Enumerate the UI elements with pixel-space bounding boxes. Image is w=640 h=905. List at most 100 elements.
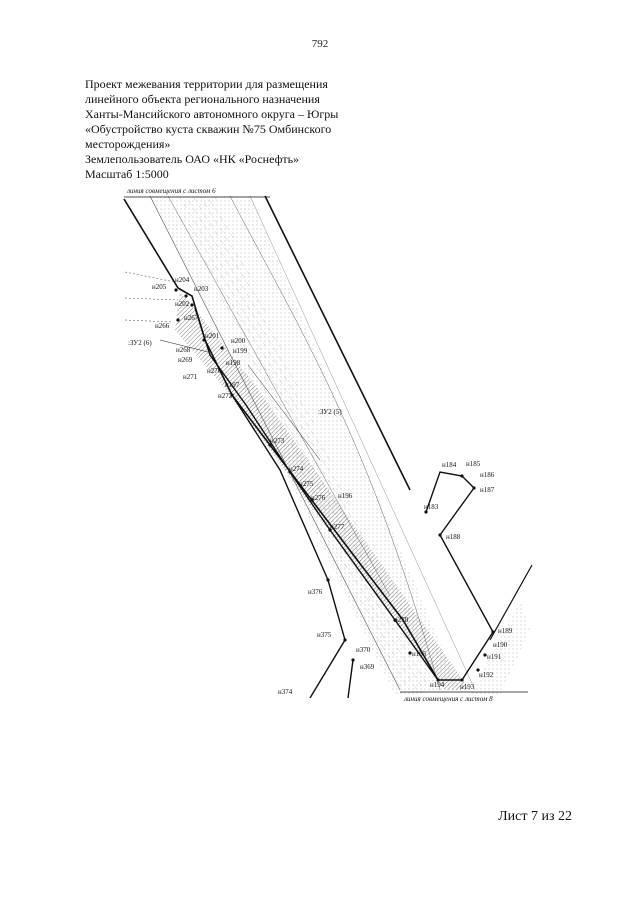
reference-line: [124, 297, 179, 301]
survey-point: [436, 678, 440, 682]
survey-point: [343, 638, 347, 642]
point-label: н375: [317, 631, 332, 639]
boundary-line-lower: [347, 659, 354, 698]
point-label: н274: [289, 465, 304, 473]
survey-point: [184, 294, 188, 298]
point-label: н374: [278, 688, 293, 696]
boundary-line-east: [439, 534, 494, 633]
page-number: 792: [311, 38, 329, 50]
road-edge-line: [249, 195, 476, 691]
point-label: н185: [466, 460, 481, 468]
header-line: месторождения»: [85, 137, 171, 151]
boundary-line-notch: [425, 471, 475, 536]
point-label: н204: [175, 276, 190, 284]
match-line-bottom-label: линия совмещения с листом 8: [403, 695, 493, 703]
point-label: н189: [498, 627, 513, 635]
header-line: Проект межевания территории для размещен…: [85, 77, 328, 91]
boundary-line-right: [264, 195, 411, 491]
road-edge-line: [167, 195, 391, 597]
point-label: н205: [152, 283, 167, 291]
point-label: н195: [412, 650, 427, 658]
point-markers: н205 н204 н203 н202 н267 н266 н201 н200 …: [152, 276, 513, 696]
point-label: н197: [225, 381, 240, 389]
point-label: н203: [194, 285, 209, 293]
survey-point: [483, 653, 487, 657]
point-label: н198: [226, 359, 241, 367]
parcel-label: :ЗУ2 (5): [318, 408, 342, 416]
header-line: Ханты-Мансийского автономного округа – Ю…: [85, 107, 339, 121]
leader-line: [247, 364, 321, 461]
survey-point: [174, 288, 178, 292]
survey-point: [476, 668, 480, 672]
point-label: н268: [176, 346, 191, 354]
survey-point: [472, 486, 476, 490]
survey-point: [190, 303, 194, 307]
point-label: н369: [360, 663, 375, 671]
reference-line: [124, 271, 176, 283]
point-label: н278: [394, 616, 409, 624]
point-label: н270: [207, 367, 222, 375]
point-label: н196: [338, 492, 353, 500]
survey-point: [202, 338, 206, 342]
point-label: н200: [231, 337, 246, 345]
header-line: «Обустройство куста скважин №75 Омбинско…: [85, 122, 332, 136]
header-line: Землепользователь ОАО «НК «Роснефть»: [85, 152, 300, 166]
point-label: н276: [311, 494, 326, 502]
document-header: Проект межевания территории для размещен…: [85, 77, 385, 182]
survey-point: [328, 528, 332, 532]
point-label: н202: [175, 300, 190, 308]
survey-point: [351, 658, 355, 662]
sheet-number: Лист 7 из 22: [498, 809, 572, 824]
point-label: н272: [218, 392, 233, 400]
point-label: н186: [480, 471, 495, 479]
dotted-wedge-right: [470, 600, 530, 695]
road-edge-line: [149, 195, 401, 691]
leader-line: [159, 339, 209, 353]
point-label: н199: [233, 347, 248, 355]
point-label: н277: [330, 523, 345, 531]
survey-point: [460, 474, 464, 478]
header-line: линейного объекта регионального назначен…: [85, 92, 320, 106]
point-label: н192: [479, 671, 494, 679]
survey-point: [288, 470, 292, 474]
boundary-line-outer-left: [123, 198, 179, 289]
point-label: н190: [493, 641, 508, 649]
boundary-line-right-edge: [489, 564, 533, 641]
match-line-top-label: линия совмещения с листом 6: [126, 187, 216, 195]
point-label: н188: [446, 533, 461, 541]
point-label: н269: [178, 356, 193, 364]
survey-point: [268, 443, 272, 447]
point-label: н266: [155, 322, 170, 330]
point-label: н267: [184, 314, 199, 322]
point-label: н201: [205, 332, 220, 340]
header-line: Масштаб 1:5000: [85, 167, 169, 181]
point-label: н271: [183, 373, 198, 381]
survey-point: [491, 630, 495, 634]
survey-point: [460, 678, 464, 682]
boundary-line-far-left: [231, 394, 329, 581]
point-label: н370: [356, 646, 371, 654]
survey-point: [220, 346, 224, 350]
survey-point: [408, 651, 412, 655]
point-label: н183: [424, 503, 439, 511]
survey-point: [176, 318, 180, 322]
boundary-line-lower-left: [309, 579, 346, 698]
survey-point: [424, 510, 428, 514]
point-label: н184: [442, 461, 457, 469]
point-label: н187: [480, 486, 495, 494]
survey-point: [393, 618, 397, 622]
survey-point: [230, 393, 234, 397]
survey-point: [326, 578, 330, 582]
point-label: н194: [430, 681, 445, 689]
point-label: н193: [460, 683, 475, 691]
road-edge-curve: [229, 195, 441, 691]
survey-point: [438, 533, 442, 537]
parcel-label: :ЗУ2 (6): [128, 339, 152, 347]
point-label: н273: [270, 437, 285, 445]
point-label: н275: [299, 480, 314, 488]
point-label: н376: [308, 588, 323, 596]
point-label: н191: [487, 653, 502, 661]
survey-point: [310, 498, 314, 502]
